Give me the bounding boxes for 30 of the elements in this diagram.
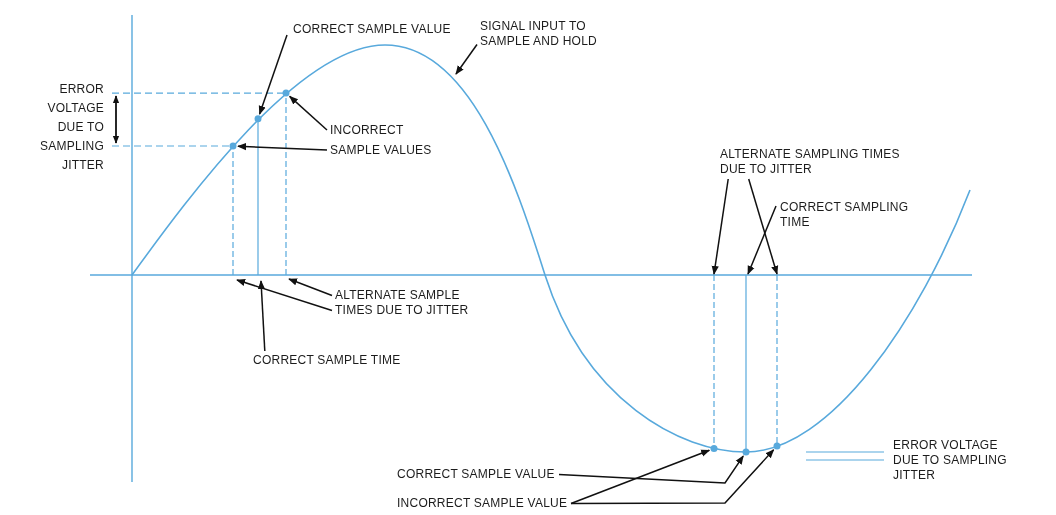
annotation-label: CORRECT SAMPLE TIME — [253, 353, 401, 368]
annotation-label: CORRECT SAMPLE VALUE — [293, 22, 451, 37]
annotation-label: ALTERNATE SAMPLING TIMES DUE TO JITTER — [720, 147, 925, 177]
leader-arrow — [236, 279, 333, 312]
annotation-label: INCORRECT SAMPLE VALUE — [397, 496, 568, 511]
leader-arrow — [288, 95, 328, 131]
annotation-label: INCORRECT SAMPLE VALUES — [330, 120, 442, 160]
sample-point — [282, 89, 290, 97]
leader-arrow — [558, 455, 744, 484]
sample-point — [742, 448, 750, 456]
leader-arrow — [711, 178, 729, 275]
leader-arrow — [747, 205, 777, 275]
leader-arrow — [570, 449, 775, 505]
annotation-label: ERROR VOLTAGE DUE TO SAMPLING JITTER — [22, 80, 104, 175]
annotation-label: ALTERNATE SAMPLE TIMES DUE TO JITTER — [335, 288, 497, 318]
annotation-label: CORRECT SAMPLE VALUE — [397, 467, 555, 482]
leader-arrow — [257, 280, 266, 352]
annotation-label: CORRECT SAMPLING TIME — [780, 200, 920, 230]
leader-arrow — [288, 278, 333, 297]
leader-arrow — [570, 449, 711, 505]
leader-arrow — [237, 142, 328, 151]
sample-point — [710, 444, 718, 452]
sample-point — [254, 115, 262, 123]
annotation-label: SIGNAL INPUT TO SAMPLE AND HOLD — [480, 19, 615, 49]
annotation-label: ERROR VOLTAGE DUE TO SAMPLING JITTER — [893, 438, 1021, 483]
sample-point — [773, 442, 781, 450]
leader-arrow — [258, 34, 288, 115]
leader-arrow — [747, 178, 779, 275]
sample-point — [229, 142, 237, 150]
leader-arrow — [455, 43, 478, 75]
